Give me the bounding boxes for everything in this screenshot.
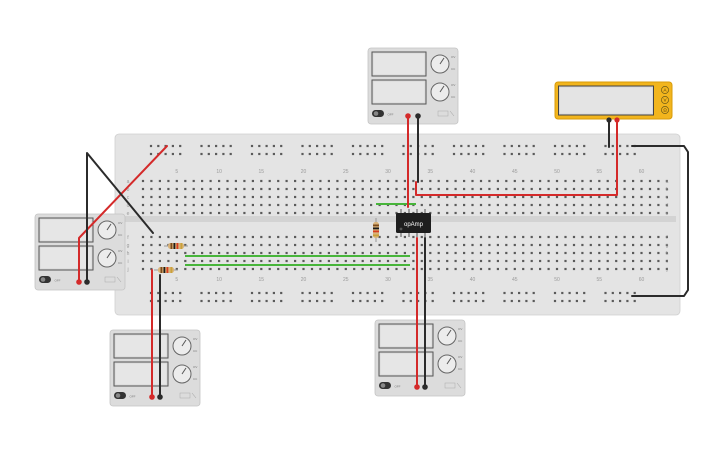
multimeter-amp-button[interactable]: A bbox=[663, 88, 666, 93]
column-number: 15 bbox=[259, 277, 265, 283]
power-supply-off-label: OFF bbox=[130, 395, 136, 399]
wire-red-left-supply bbox=[78, 145, 168, 283]
column-number: 30 bbox=[385, 277, 391, 283]
column-number: 60 bbox=[639, 169, 645, 175]
wire-terminals bbox=[76, 113, 620, 400]
column-number: 45 bbox=[512, 277, 518, 283]
row-letter: h bbox=[127, 251, 130, 257]
column-number: 50 bbox=[554, 169, 560, 175]
row-letter: f bbox=[127, 235, 129, 241]
row-letter: a bbox=[127, 179, 130, 185]
column-number: 55 bbox=[597, 169, 603, 175]
column-number: 10 bbox=[216, 169, 222, 175]
column-number: 40 bbox=[470, 277, 476, 283]
row-letter: f bbox=[666, 235, 668, 241]
power-supply-bottom-left[interactable]: OFF bbox=[109, 329, 201, 407]
row-letter: c bbox=[666, 195, 669, 201]
column-number: 15 bbox=[259, 169, 265, 175]
row-letter: g bbox=[127, 243, 130, 249]
multimeter-ohm-button[interactable]: Ω bbox=[663, 108, 667, 113]
column-number: 20 bbox=[301, 277, 307, 283]
row-letter: h bbox=[666, 251, 669, 257]
power-supply-bottom-center[interactable]: OFF bbox=[374, 319, 466, 397]
opamp-chip[interactable]: opAmp bbox=[396, 209, 431, 237]
wire-black-ground-loop bbox=[631, 145, 689, 297]
column-number: 25 bbox=[343, 169, 349, 175]
power-supply-off-label: OFF bbox=[55, 279, 61, 283]
column-number: 20 bbox=[301, 169, 307, 175]
column-number: 50 bbox=[554, 277, 560, 283]
column-number: 45 bbox=[512, 169, 518, 175]
row-letter: i bbox=[127, 259, 128, 265]
row-letter: b bbox=[666, 187, 669, 193]
column-number: 10 bbox=[216, 277, 222, 283]
column-number: 35 bbox=[428, 277, 434, 283]
column-number: 60 bbox=[639, 277, 645, 283]
row-letter: d bbox=[127, 203, 130, 209]
opamp-label: opAmp bbox=[404, 222, 424, 228]
wires bbox=[78, 116, 689, 398]
row-letter: c bbox=[127, 195, 130, 201]
column-number: 5 bbox=[175, 277, 178, 283]
multimeter-volt-button[interactable]: V bbox=[663, 98, 666, 103]
row-letter: e bbox=[666, 211, 669, 217]
row-letter: d bbox=[666, 203, 669, 209]
row-letter: b bbox=[127, 187, 130, 193]
row-letter: a bbox=[666, 179, 669, 185]
row-letter: j bbox=[126, 267, 128, 273]
power-supply-left[interactable]: OFF bbox=[34, 213, 126, 291]
row-letter: i bbox=[666, 259, 667, 265]
multimeter[interactable]: A V Ω bbox=[554, 81, 673, 120]
column-number: 35 bbox=[428, 169, 434, 175]
breadboard-holes bbox=[141, 144, 668, 303]
power-supply-off-label: OFF bbox=[388, 113, 394, 117]
column-number: 40 bbox=[470, 169, 476, 175]
row-letter: g bbox=[666, 243, 669, 249]
power-supply-off-label: OFF bbox=[395, 385, 401, 389]
row-letter: e bbox=[127, 211, 130, 217]
column-number: 30 bbox=[385, 169, 391, 175]
wire-black-left-supply bbox=[86, 152, 154, 283]
row-letter: j bbox=[665, 267, 667, 273]
breadboard-column-numbers: 5510101515202025253030353540404545505055… bbox=[126, 169, 668, 283]
wire-red-multimeter bbox=[415, 120, 618, 196]
column-number: 25 bbox=[343, 277, 349, 283]
power-supply-top[interactable]: OFF bbox=[367, 47, 459, 125]
column-number: 5 bbox=[175, 169, 178, 175]
green-jumper-wires bbox=[185, 203, 416, 266]
column-number: 55 bbox=[597, 277, 603, 283]
